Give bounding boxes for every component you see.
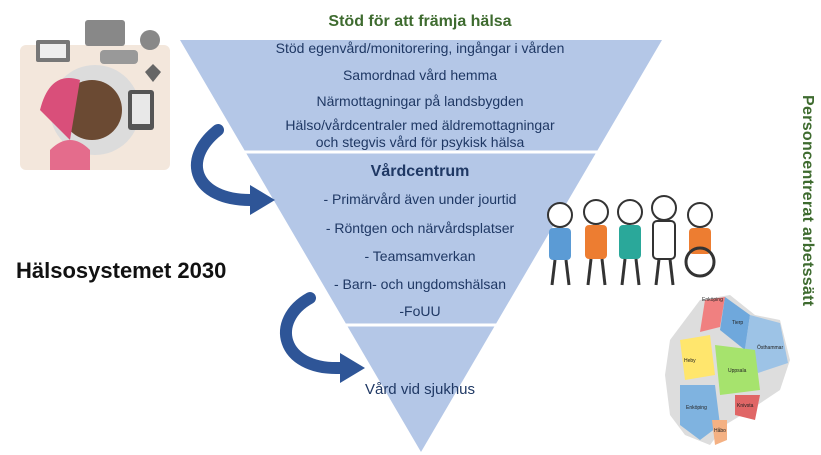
curved-arrow-icon: [190, 124, 275, 215]
funnel-triangle: [180, 40, 662, 452]
health-devices-illustration: [20, 20, 170, 170]
map-label: Östhammar: [757, 345, 784, 351]
middle-section-title: Vårdcentrum: [370, 163, 470, 180]
middle-section-item: - Primärvård även under jourtid: [323, 191, 517, 207]
side-title: Personcentrerat arbetssätt: [799, 95, 816, 307]
curved-arrow-icon: [280, 292, 365, 383]
top-section-item: och stegvis vård för psykisk hälsa: [315, 134, 525, 150]
top-section-item: Närmottagningar på landsbygden: [316, 93, 524, 109]
top-section-item: Samordnad vård hemma: [342, 67, 498, 83]
top-section-title: Stöd för att främja hälsa: [328, 13, 512, 30]
top-section-item: Stöd egenvård/monitorering, ingångar i v…: [275, 40, 565, 56]
main-title: Hälsosystemet 2030: [16, 258, 227, 283]
map-label: Tierp: [732, 320, 744, 326]
people-group-illustration: [547, 195, 716, 286]
top-section-item: Hälso/vårdcentraler med äldremottagninga…: [285, 117, 555, 133]
map-label: Uppsala: [728, 368, 747, 374]
map-label: Enköping: [702, 297, 723, 303]
map-label: Knivsta: [737, 403, 754, 409]
middle-section-item: - Barn- och ungdomshälsan: [334, 276, 506, 292]
map-label: Enköping: [686, 405, 707, 411]
middle-section-item: - Röntgen och närvårdsplatser: [325, 220, 515, 236]
bottom-section-title: Vård vid sjukhus: [364, 381, 476, 398]
region-map-illustration: [665, 295, 790, 445]
middle-section-item: - Teamsamverkan: [364, 248, 476, 264]
middle-section-item: -FoUU: [399, 303, 441, 319]
map-label: Håbo: [714, 428, 726, 434]
map-label: Heby: [684, 358, 696, 364]
